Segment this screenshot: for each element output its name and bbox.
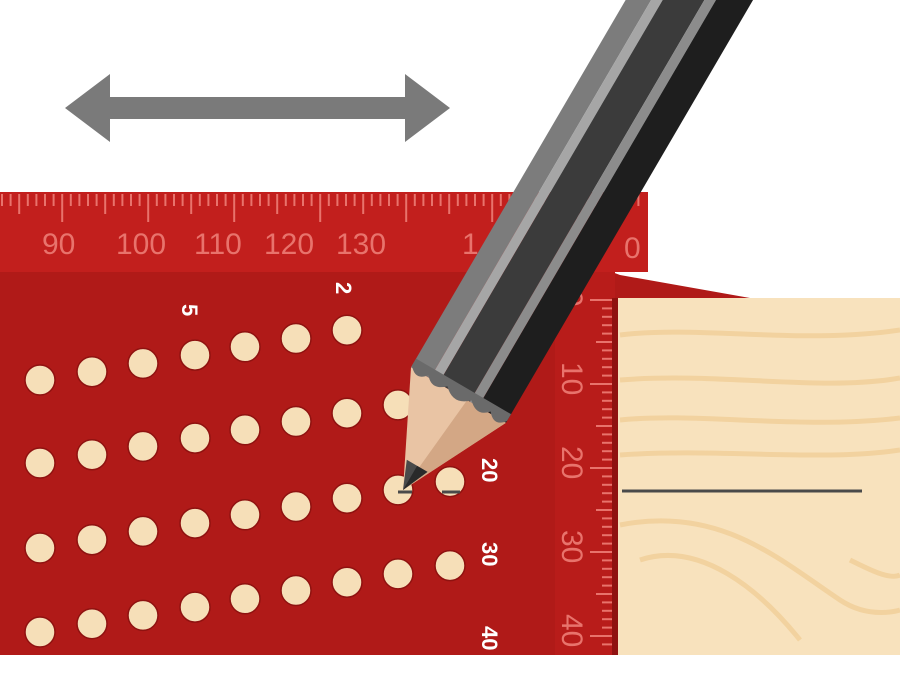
square-hole [127, 430, 159, 463]
ruler-label: 100 [116, 228, 166, 261]
square-hole [24, 447, 56, 479]
square-hole [280, 574, 312, 607]
side-ruler-label: 10 [555, 362, 588, 395]
square-hole [76, 438, 108, 471]
side-ruler-label: 20 [555, 446, 588, 479]
side-ruler-label: 40 [555, 614, 588, 647]
square-hole [229, 499, 261, 531]
ruler-label: 120 [264, 228, 314, 261]
square-hole [331, 314, 363, 346]
square-hole [76, 523, 108, 556]
square-hole [179, 591, 211, 623]
square-hole [24, 616, 56, 648]
pencil-icon [403, 0, 829, 490]
ruler-label: 90 [42, 228, 75, 261]
square-hole [76, 355, 108, 388]
square-hole [179, 339, 211, 371]
square-hole [24, 532, 56, 564]
square-hole [127, 347, 159, 380]
square-hole [434, 549, 466, 582]
square-hole [229, 331, 261, 363]
square-hole [229, 414, 261, 446]
ruler-label: 1 [462, 228, 479, 261]
square-hole [127, 599, 159, 632]
double-arrow-icon [65, 74, 450, 142]
square-hole [434, 465, 466, 498]
ruler-label: 130 [336, 228, 386, 261]
square-hole [179, 422, 211, 454]
square-hole [280, 405, 312, 438]
ruler-label: 110 [194, 228, 242, 261]
square-hole [127, 515, 159, 548]
wood-board [615, 298, 900, 655]
hole-label: 5 [177, 304, 202, 316]
square-hole [280, 322, 312, 355]
square-hole [331, 397, 363, 429]
side-ruler-label: 30 [555, 530, 588, 563]
square-hole [179, 507, 211, 539]
ruler-label: 0 [624, 232, 641, 265]
square-hole [229, 583, 261, 615]
hole-label: 20 [477, 458, 502, 482]
square-hole [331, 482, 363, 514]
hole-label: 40 [477, 626, 502, 650]
hole-label: 2 [331, 282, 356, 294]
square-hole [24, 364, 56, 396]
square-hole [280, 490, 312, 523]
hole-label: 30 [477, 542, 502, 566]
square-hole [76, 607, 108, 640]
square-hole [331, 566, 363, 598]
square-hole [382, 558, 414, 590]
